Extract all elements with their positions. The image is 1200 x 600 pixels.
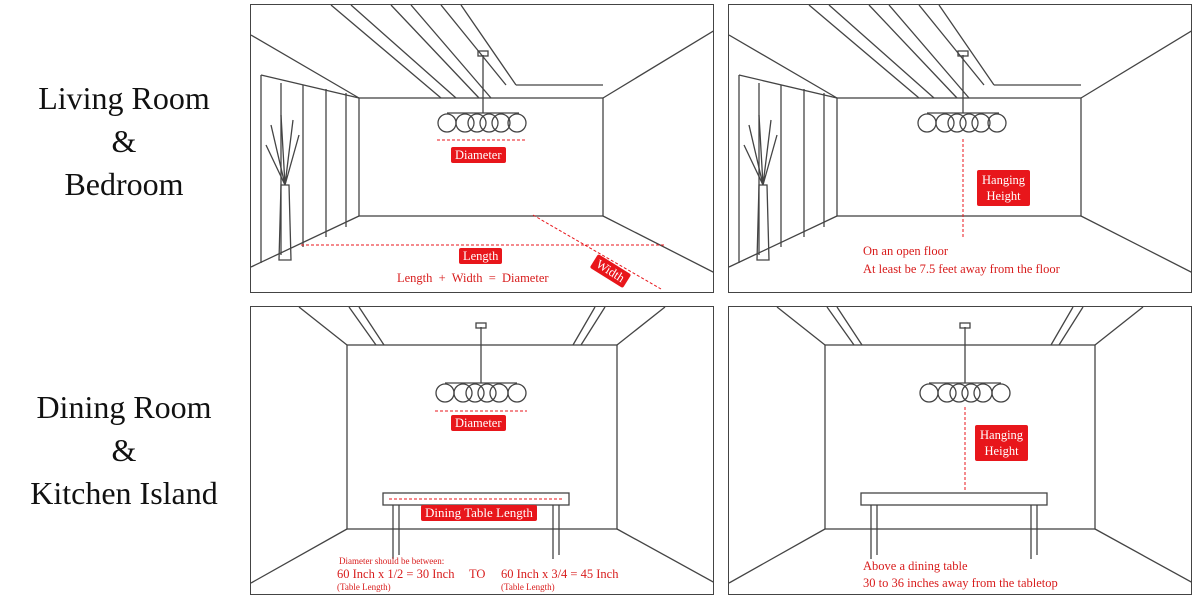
note-line: At least be 7.5 feet away from the floor	[863, 262, 1060, 276]
panel-living-diameter: Diameter Length Width Length + Width = D…	[250, 4, 714, 293]
row-label-line: &	[111, 123, 137, 159]
room-illustration	[729, 307, 1191, 584]
row-label-line: Dining Room	[36, 389, 212, 425]
room-illustration	[251, 5, 713, 290]
hanging-height-tag: Hanging Height	[977, 170, 1031, 206]
hanging-height-tag: Hanging Height	[975, 425, 1029, 461]
dining-table-length-tag: Dining Table Length	[421, 505, 537, 521]
row-label-living-bedroom: Living Room & Bedroom	[0, 77, 248, 206]
note-line: 30 to 36 inches away from the tabletop	[863, 576, 1058, 590]
note-line: On an open floor	[863, 244, 949, 258]
tag-line: Height	[986, 189, 1021, 203]
row-label-line: Living Room	[38, 80, 210, 116]
panel-dining-diameter: Diameter Dining Table Length Diameter sh…	[250, 306, 714, 595]
tag-line: Hanging	[980, 428, 1024, 442]
tag-line: Hanging	[982, 173, 1026, 187]
row-label-line: Kitchen Island	[30, 475, 218, 511]
range-max: 60 Inch x 3/4 = 45 Inch	[501, 567, 619, 581]
range-min: 60 Inch x 1/2 = 30 Inch	[337, 567, 455, 581]
row-label-line: &	[111, 432, 137, 468]
range-header: Diameter should be between:	[339, 556, 445, 566]
note-line: Above a dining table	[863, 559, 968, 573]
room-illustration	[251, 307, 713, 584]
row-label-dining-kitchen: Dining Room & Kitchen Island	[0, 386, 248, 515]
diameter-tag: Diameter	[451, 147, 506, 163]
formula-text: Length + Width = Diameter	[397, 271, 549, 285]
panel-dining-hanging-height: Hanging Height Above a dining table 30 t…	[728, 306, 1192, 595]
range-min-sub: (Table Length)	[337, 582, 391, 592]
diameter-tag: Diameter	[451, 415, 506, 431]
tag-line: Height	[984, 444, 1019, 458]
length-tag: Length	[459, 248, 503, 264]
range-max-sub: (Table Length)	[501, 582, 555, 592]
room-illustration	[729, 5, 1191, 273]
panel-living-hanging-height: Hanging Height On an open floor At least…	[728, 4, 1192, 293]
range-to: TO	[469, 567, 486, 581]
row-label-line: Bedroom	[64, 166, 184, 202]
